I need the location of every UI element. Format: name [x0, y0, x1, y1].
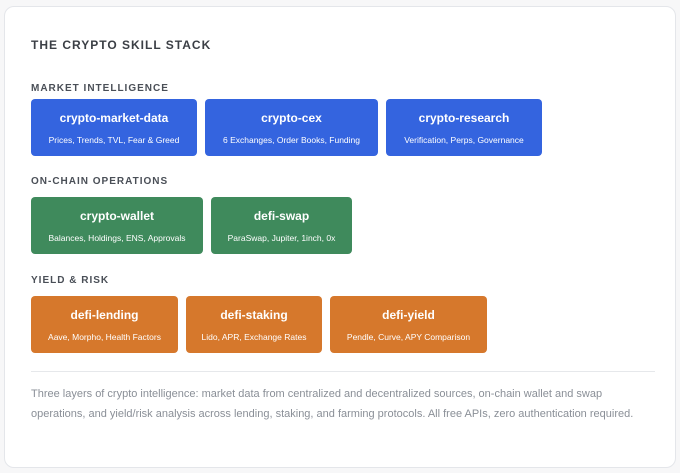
page-title: THE CRYPTO SKILL STACK — [31, 38, 212, 52]
skill-stack-card: THE CRYPTO SKILL STACK MARKET INTELLIGEN… — [4, 6, 676, 468]
skill-name: defi-swap — [253, 208, 310, 223]
skill-name: defi-lending — [70, 307, 139, 322]
skill-desc: 6 Exchanges, Order Books, Funding — [222, 134, 361, 145]
skill-desc: Aave, Morpho, Health Factors — [48, 331, 161, 342]
skill-name: defi-staking — [220, 307, 288, 322]
skill-desc: Pendle, Curve, APY Comparison — [346, 331, 471, 342]
skill-crypto-wallet: crypto-wallet Balances, Holdings, ENS, A… — [31, 197, 203, 254]
section-label-on-chain-operations: ON-CHAIN OPERATIONS — [31, 176, 169, 187]
skill-desc: Verification, Perps, Governance — [404, 134, 524, 145]
skill-defi-yield: defi-yield Pendle, Curve, APY Comparison — [330, 296, 487, 353]
skill-name: crypto-market-data — [59, 110, 169, 125]
skill-desc: Lido, APR, Exchange Rates — [201, 331, 307, 342]
market-intelligence-row: crypto-market-data Prices, Trends, TVL, … — [31, 99, 542, 156]
skill-crypto-market-data: crypto-market-data Prices, Trends, TVL, … — [31, 99, 197, 156]
skill-name: crypto-wallet — [79, 208, 154, 223]
skill-desc: Balances, Holdings, ENS, Approvals — [48, 232, 186, 243]
skill-name: defi-yield — [382, 307, 435, 322]
footer-description: Three layers of crypto intelligence: mar… — [31, 388, 634, 420]
yield-and-risk-row: defi-lending Aave, Morpho, Health Factor… — [31, 296, 487, 353]
section-label-market-intelligence: MARKET INTELLIGENCE — [31, 83, 169, 94]
skill-name: crypto-cex — [261, 110, 322, 125]
on-chain-operations-row: crypto-wallet Balances, Holdings, ENS, A… — [31, 197, 352, 254]
skill-crypto-research: crypto-research Verification, Perps, Gov… — [386, 99, 542, 156]
skill-desc: Prices, Trends, TVL, Fear & Greed — [48, 134, 180, 145]
skill-defi-swap: defi-swap ParaSwap, Jupiter, 1inch, 0x — [211, 197, 352, 254]
skill-defi-lending: defi-lending Aave, Morpho, Health Factor… — [31, 296, 178, 353]
divider — [31, 371, 655, 372]
section-label-yield-and-risk: YIELD & RISK — [31, 275, 110, 286]
skill-name: crypto-research — [418, 110, 510, 125]
skill-desc: ParaSwap, Jupiter, 1inch, 0x — [227, 232, 336, 243]
skill-defi-staking: defi-staking Lido, APR, Exchange Rates — [186, 296, 322, 353]
skill-crypto-cex: crypto-cex 6 Exchanges, Order Books, Fun… — [205, 99, 378, 156]
